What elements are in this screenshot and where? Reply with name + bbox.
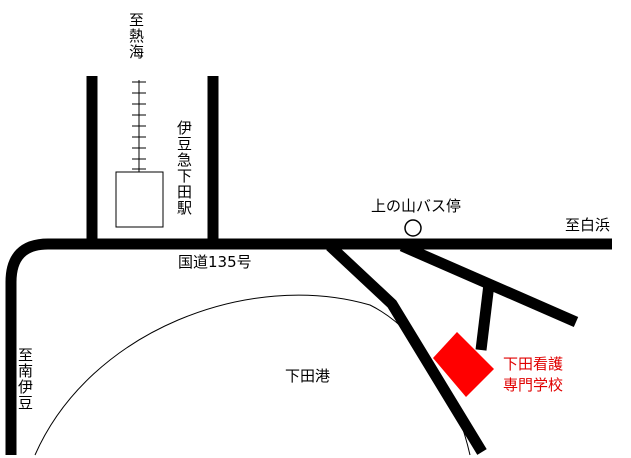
label-to-minami-izu: 至南伊豆 <box>16 347 34 411</box>
railway-line <box>132 80 146 172</box>
station-building <box>115 171 164 228</box>
label-to-atami: 至熱海 <box>127 12 145 60</box>
bus-stop-marker <box>404 219 422 237</box>
label-to-shirahama: 至白浜 <box>565 216 611 234</box>
road-spur <box>475 283 495 351</box>
label-school-line2: 専門学校 <box>503 376 564 394</box>
label-school-line1: 下田看護 <box>503 355 564 373</box>
label-route-135: 国道135号 <box>178 253 252 271</box>
label-izukyu-shimoda-station: 伊豆急下田駅 <box>175 120 193 216</box>
label-shimoda-port: 下田港 <box>285 367 331 385</box>
label-kaminoyama-bus-stop: 上の山バス停 <box>371 197 462 215</box>
school-marker <box>433 332 494 397</box>
road-to-school <box>326 241 487 455</box>
route-135-road <box>5 238 612 455</box>
